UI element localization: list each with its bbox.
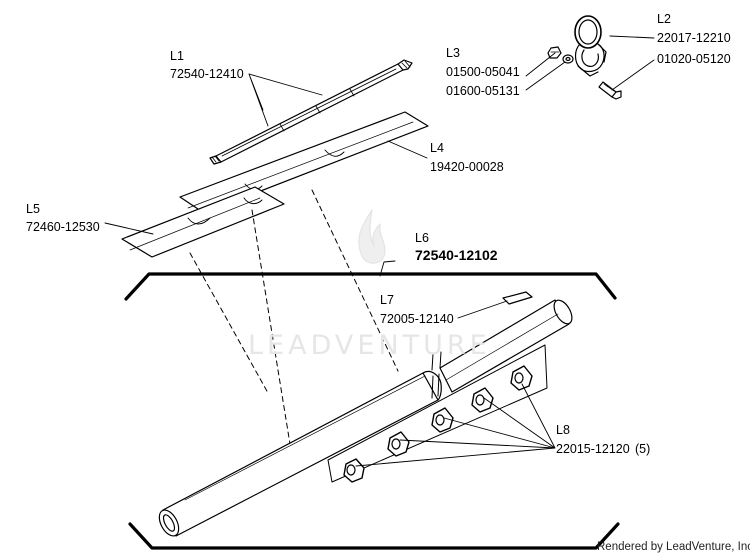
assembly-guide-lines	[189, 189, 399, 445]
callout-l2-screw-part[interactable]: 01020-05120	[657, 52, 731, 66]
callout-l4-part[interactable]: 19420-00028	[430, 160, 504, 174]
callout-l5-part[interactable]: 72460-12530	[26, 220, 100, 234]
callout-l4-ref: L4	[430, 141, 444, 155]
callout-l6-part[interactable]: 72540-12102	[415, 247, 498, 263]
part-l2-screw[interactable]	[598, 81, 622, 100]
callout-l2-part[interactable]: 22017-12210	[657, 31, 731, 45]
assembly-bracket	[124, 272, 620, 550]
callout-l2-ref: L2	[657, 12, 671, 26]
part-l8-bushing-5[interactable]	[510, 365, 533, 391]
part-l8-bushing-3[interactable]	[431, 407, 454, 433]
callout-l8-qty: (5)	[635, 442, 651, 456]
part-l8-bushing-1[interactable]	[343, 458, 365, 483]
callout-l7-part[interactable]: 72005-12140	[380, 312, 454, 326]
part-l7-label-tag[interactable]	[502, 291, 533, 305]
callout-l3-ref: L3	[446, 46, 460, 60]
leader-lines	[104, 35, 655, 467]
callout-l1-part[interactable]: 72540-12410	[170, 67, 244, 81]
callout-l8-ref: L8	[556, 423, 570, 437]
part-l8-bushing-4[interactable]	[471, 387, 494, 413]
part-l5-sleeve[interactable]	[121, 186, 285, 258]
part-l3-washer[interactable]	[562, 54, 574, 64]
callout-l8-part[interactable]: 22015-12120	[556, 442, 630, 456]
part-l1-drive-cable[interactable]	[209, 59, 413, 165]
bushing-panel	[327, 344, 548, 483]
callout-l5-ref: L5	[26, 202, 40, 216]
part-l8-bushing-2[interactable]	[387, 431, 410, 457]
callout-l6-ref: L6	[415, 231, 429, 245]
watermark-text: LEADVENTURE	[248, 330, 491, 361]
part-l3-nut[interactable]	[547, 46, 562, 59]
callout-l7-ref: L7	[380, 293, 394, 307]
break-mark	[431, 353, 434, 399]
part-l2-clamp[interactable]	[574, 15, 607, 77]
callout-l1-ref: L1	[170, 49, 184, 63]
callout-l3-washer-part[interactable]: 01600-05131	[446, 84, 520, 98]
watermark-flame-icon	[358, 209, 386, 264]
part-l6-shaft-upper[interactable]	[439, 297, 576, 393]
callout-l3-part[interactable]: 01500-05041	[446, 65, 520, 79]
credit-text: Rendered by LeadVenture, Inc.	[597, 541, 750, 553]
break-mark	[437, 351, 442, 397]
part-l6-shaft-lower[interactable]	[155, 370, 442, 539]
